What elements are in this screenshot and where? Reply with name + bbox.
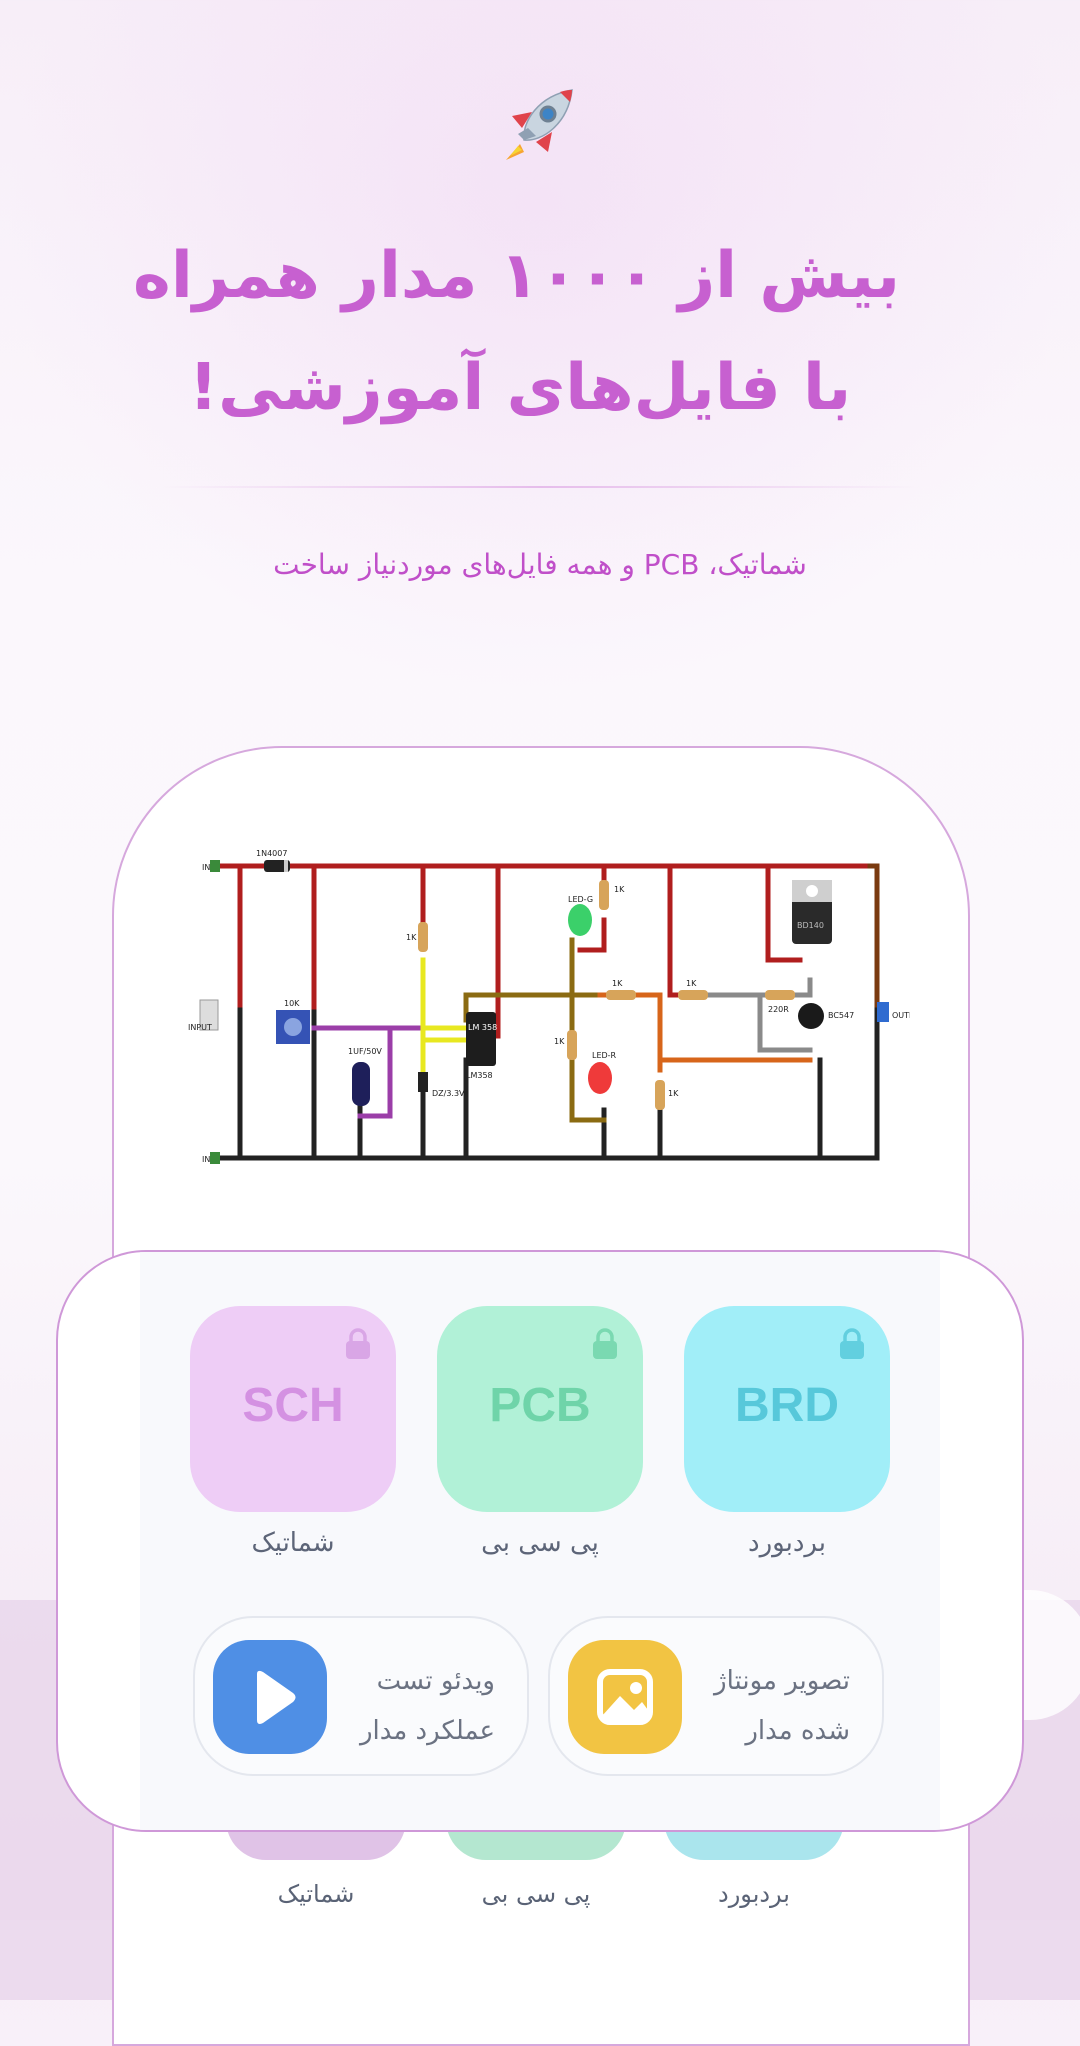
lock-icon [593,1328,617,1359]
tile-brd[interactable]: BRD [684,1306,890,1512]
label-in-bottom: IN [202,1155,210,1164]
label-220r: 220R [768,1005,789,1014]
video-test-button[interactable]: ویدئو تست عملکرد مدار [193,1616,529,1776]
tile-label-pcb: پی سی بی [481,1528,599,1558]
tile-code: SCH [242,1379,344,1432]
tile-label-brd: بردبورد [748,1528,826,1558]
label-zener: DZ/3.3V [432,1089,465,1098]
ghost-label-pcb: پی سی بی [481,1880,591,1908]
ghost-label-sch: شماتیک [277,1880,355,1908]
label-input: INPUT [188,1023,212,1032]
video-text: ویدئو تست عملکرد مدار [359,1666,495,1746]
label-in-top: IN [202,863,210,872]
tile-code: BRD [735,1379,839,1432]
label-r3: 1K [554,1037,565,1046]
lock-icon [346,1328,370,1359]
label-r1: 1K [406,933,417,942]
label-diode: 1N4007 [256,849,287,858]
label-r5: 1K [612,979,623,988]
label-r4: 1K [668,1089,679,1098]
label-ic-body: LM 358 [468,1023,497,1032]
label-reg: BD140 [797,921,824,930]
label-pot: 10K [284,999,300,1008]
tile-pcb[interactable]: PCB [437,1306,643,1512]
label-output: OUTPUT [892,1011,910,1020]
tile-code: PCB [489,1379,591,1432]
circuit-diagram: IN IN INPUT OUTPUT 1N4007 10K 1UF/50V DZ… [188,849,910,1164]
lock-icon [840,1328,864,1359]
headline: بیش از ۱۰۰۰ مدار همراه با فایل‌های آموزش… [133,220,901,444]
headline-line-2: با فایل‌های آموزشی! [188,351,852,425]
label-led-r: LED-R [592,1051,617,1060]
ghost-label-brd: بردبورد [718,1880,790,1908]
montage-image-button[interactable]: تصویر مونتاژ شده مدار [548,1616,884,1776]
label-transistor: BC547 [828,1011,854,1020]
tile-sch[interactable]: SCH [190,1306,396,1512]
label-r2: 1K [614,885,625,894]
image-icon [568,1640,682,1754]
headline-line-1: بیش از ۱۰۰۰ مدار همراه [133,239,901,313]
play-icon [213,1640,327,1754]
rocket-icon [506,89,573,160]
label-ic: LM358 [466,1071,493,1080]
label-r6: 1K [686,979,697,988]
divider [160,486,920,488]
subtitle: شماتیک، PCB و همه فایل‌های موردنیاز ساخت [273,548,807,581]
label-cap: 1UF/50V [348,1047,382,1056]
label-led-g: LED-G [568,895,593,904]
tile-label-sch: شماتیک [251,1528,335,1558]
montage-text: تصویر مونتاژ شده مدار [714,1666,850,1746]
